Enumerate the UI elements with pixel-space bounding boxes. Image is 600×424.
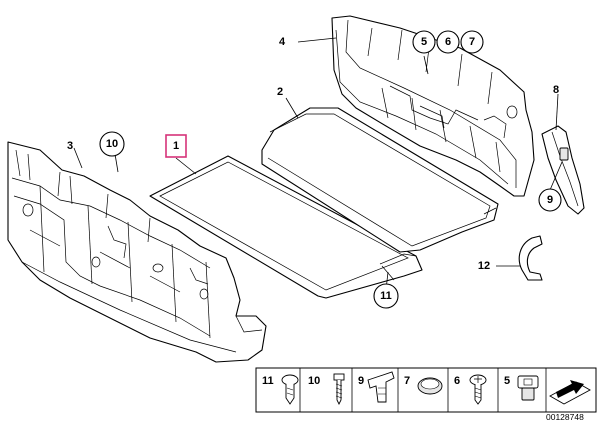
callout-10[interactable]: 10	[99, 131, 125, 157]
callout-4-label: 4	[279, 36, 286, 48]
callout-2-label: 2	[277, 86, 283, 98]
reference-number: 00128748	[546, 412, 584, 422]
callout-7-label: 7	[469, 36, 475, 48]
arrow-marker-icon	[549, 380, 591, 405]
callout-12[interactable]: 12	[478, 260, 490, 272]
legend-label-5: 5	[504, 375, 510, 387]
callout-2[interactable]: 2	[277, 86, 283, 98]
callout-4[interactable]: 4	[279, 36, 286, 48]
callout-11-label: 11	[380, 290, 392, 302]
legend-item-7[interactable]: 7	[404, 375, 443, 395]
callout-12-label: 12	[478, 260, 490, 272]
callout-8[interactable]: 8	[553, 84, 559, 96]
legend-item-10[interactable]: 10	[308, 373, 345, 406]
legend-item-11[interactable]: 11	[262, 374, 299, 405]
rear-trim-panel-part	[331, 15, 535, 197]
expanding-rivet-icon	[281, 374, 299, 405]
fastener-legend: 11 10 9 7	[255, 367, 597, 413]
clamp-nut-icon	[367, 371, 395, 403]
callout-1-label: 1	[173, 140, 179, 152]
legend-label-10: 10	[308, 375, 320, 387]
legend-item-9[interactable]: 9	[358, 371, 395, 403]
legend-item-5[interactable]: 5	[504, 375, 539, 401]
callout-5[interactable]: 5	[412, 30, 436, 54]
callout-9[interactable]: 9	[538, 188, 562, 212]
screw-icon	[333, 373, 345, 406]
plug-icon	[417, 377, 443, 395]
legend-label-6: 6	[454, 375, 460, 387]
callout-1-highlighted[interactable]: 1	[165, 134, 187, 158]
luggage-floor-mat-part	[149, 155, 423, 299]
legend-label-7: 7	[404, 375, 410, 387]
clip-part	[518, 235, 543, 281]
callout-7[interactable]: 7	[460, 30, 484, 54]
side-trim-part	[541, 125, 585, 215]
legend-item-6[interactable]: 6	[454, 374, 487, 405]
callout-10-label: 10	[106, 138, 118, 150]
legend-label-9: 9	[358, 375, 364, 387]
grommet-icon	[517, 375, 539, 401]
callout-6-label: 6	[445, 36, 451, 48]
hex-screw-icon	[469, 374, 487, 405]
legend-label-11: 11	[262, 375, 274, 387]
front-trim-panel-part	[7, 141, 267, 363]
callout-6[interactable]: 6	[436, 30, 460, 54]
callout-3[interactable]: 3	[67, 140, 73, 152]
callout-5-label: 5	[421, 36, 427, 48]
callout-11[interactable]: 11	[373, 283, 399, 309]
callout-8-label: 8	[553, 84, 559, 96]
callout-3-label: 3	[67, 140, 73, 152]
loading-floor-cover-part	[261, 107, 499, 253]
callout-9-label: 9	[547, 194, 553, 206]
